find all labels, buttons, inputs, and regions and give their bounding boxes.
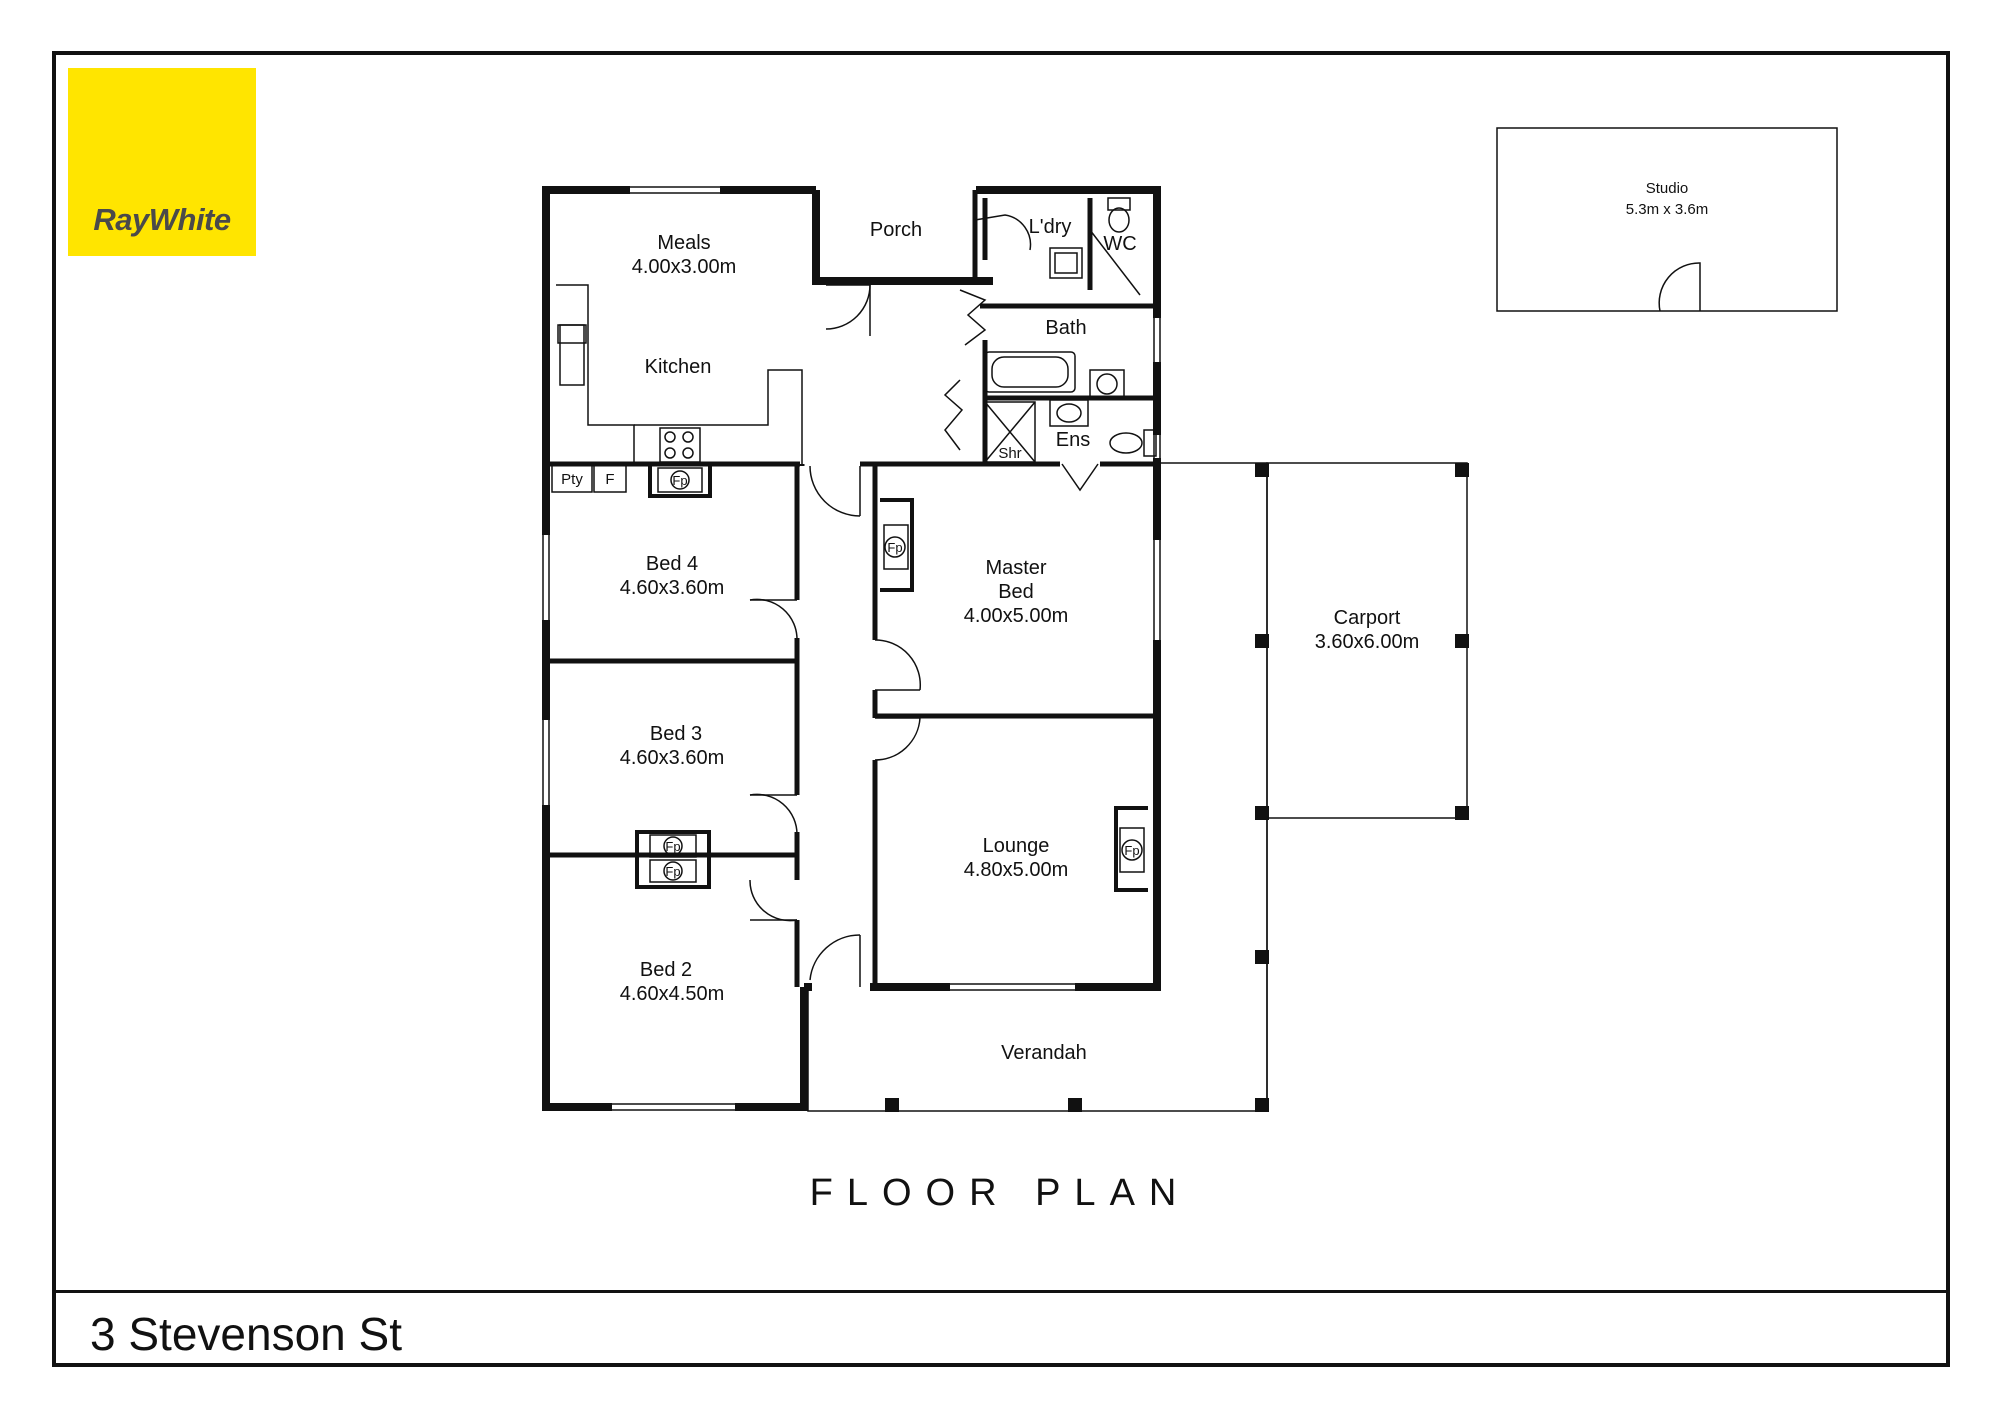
lounge-label: Lounge — [983, 835, 1050, 857]
bed2-label: Bed 2 — [640, 959, 692, 981]
studio-size: 5.3m x 3.6m — [1626, 201, 1709, 218]
fireplaces — [635, 464, 1148, 892]
raywhite-logo: RayWhite — [68, 68, 256, 256]
logo-text: RayWhite — [93, 202, 231, 237]
verandah-label: Verandah — [1001, 1042, 1087, 1064]
master-label-2: Bed — [998, 581, 1034, 603]
wc-label: WC — [1103, 233, 1136, 255]
fireplace-label: Fp — [887, 540, 902, 555]
studio-label: Studio — [1646, 180, 1689, 197]
fireplace-label: Fp — [665, 864, 680, 879]
laundry-label: L'dry — [1029, 216, 1072, 238]
verandah-outline — [807, 462, 1468, 1112]
property-address: 3 Stevenson St — [90, 1308, 402, 1360]
door-swings — [749, 214, 1141, 987]
plan-title: FLOOR PLAN — [809, 1172, 1191, 1214]
master-label-1: Master — [985, 557, 1046, 579]
bed4-label: Bed 4 — [646, 553, 698, 575]
meals-size: 4.00x3.00m — [632, 256, 737, 278]
ensuite-label: Ens — [1056, 429, 1090, 451]
fireplace-label: Fp — [672, 473, 687, 488]
lounge-size: 4.80x5.00m — [964, 859, 1069, 881]
fireplace-label: Fp — [665, 839, 680, 854]
carport-label: Carport — [1334, 607, 1401, 629]
bed4-size: 4.60x3.60m — [620, 577, 725, 599]
studio-outline — [1496, 127, 1838, 312]
windows — [542, 186, 1161, 1111]
porch-label: Porch — [870, 219, 922, 241]
shower-label: Shr — [998, 445, 1021, 462]
bed2-size: 4.60x4.50m — [620, 983, 725, 1005]
posts — [885, 463, 1469, 1112]
master-size: 4.00x5.00m — [964, 605, 1069, 627]
fireplace-label: Fp — [1124, 843, 1139, 858]
footer-bar — [52, 1290, 1950, 1367]
fridge-label: F — [605, 471, 614, 488]
carport-size: 3.60x6.00m — [1315, 631, 1420, 653]
bath-fixtures — [984, 197, 1157, 463]
bed3-size: 4.60x3.60m — [620, 747, 725, 769]
pantry-fridge — [551, 463, 627, 493]
bath-label: Bath — [1045, 317, 1086, 339]
plan-frame — [52, 51, 1950, 1367]
meals-label: Meals — [657, 232, 710, 254]
kitchen-bench — [556, 284, 803, 464]
bed3-label: Bed 3 — [650, 723, 702, 745]
pantry-label: Pty — [561, 471, 583, 488]
kitchen-label: Kitchen — [645, 356, 712, 378]
fireplace-inner — [649, 467, 1145, 883]
